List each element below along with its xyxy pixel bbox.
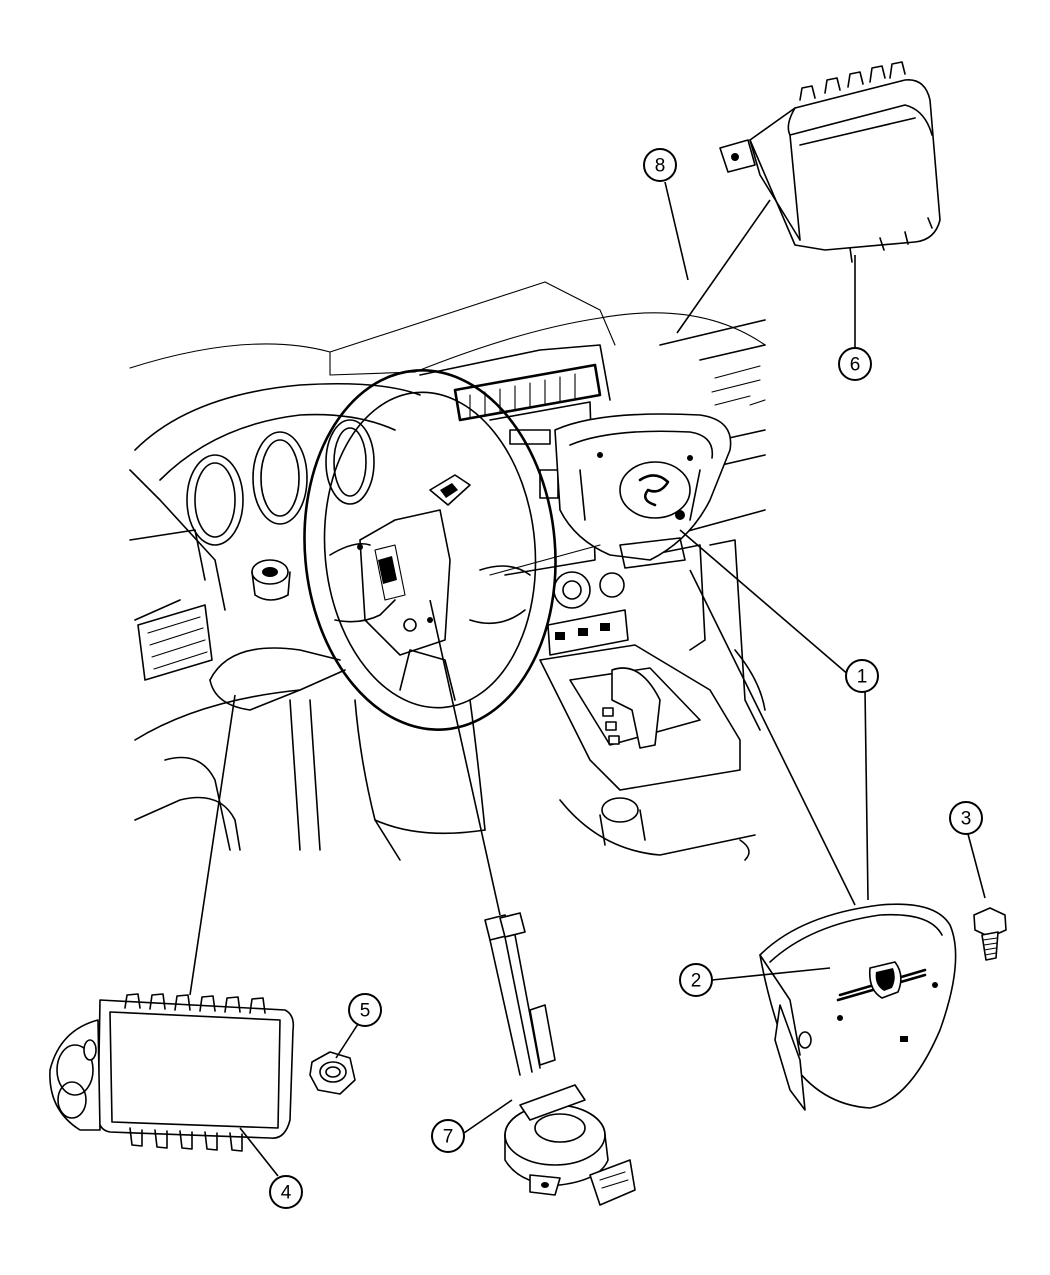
callout-2-label: 2 [691,971,702,992]
callout-6-label: 6 [850,355,861,376]
callout-6: 6 [838,347,872,381]
callout-7-label: 7 [443,1127,454,1148]
callout-8: 8 [643,148,677,182]
callout-3: 3 [949,801,983,835]
driver-airbag-back-view [489,413,732,576]
bolt [973,907,1007,961]
callout-2: 2 [679,963,713,997]
callout-3-label: 3 [961,809,972,830]
clockspring [484,912,636,1206]
driver-airbag-front [759,903,957,1111]
knee-airbag-module [49,993,295,1152]
leader-lines [189,181,986,1177]
callout-1: 1 [845,659,879,693]
callout-1-label: 1 [857,667,868,688]
callout-5-label: 5 [360,1001,371,1022]
instrument-panel-scene [129,281,766,861]
callout-4-label: 4 [281,1183,292,1204]
steering-wheel [303,369,557,731]
callout-5: 5 [348,993,382,1027]
callout-8-label: 8 [655,156,666,177]
nut [309,1051,356,1095]
callout-4: 4 [269,1175,303,1209]
passenger-airbag-module [719,61,941,263]
callout-7: 7 [431,1119,465,1153]
